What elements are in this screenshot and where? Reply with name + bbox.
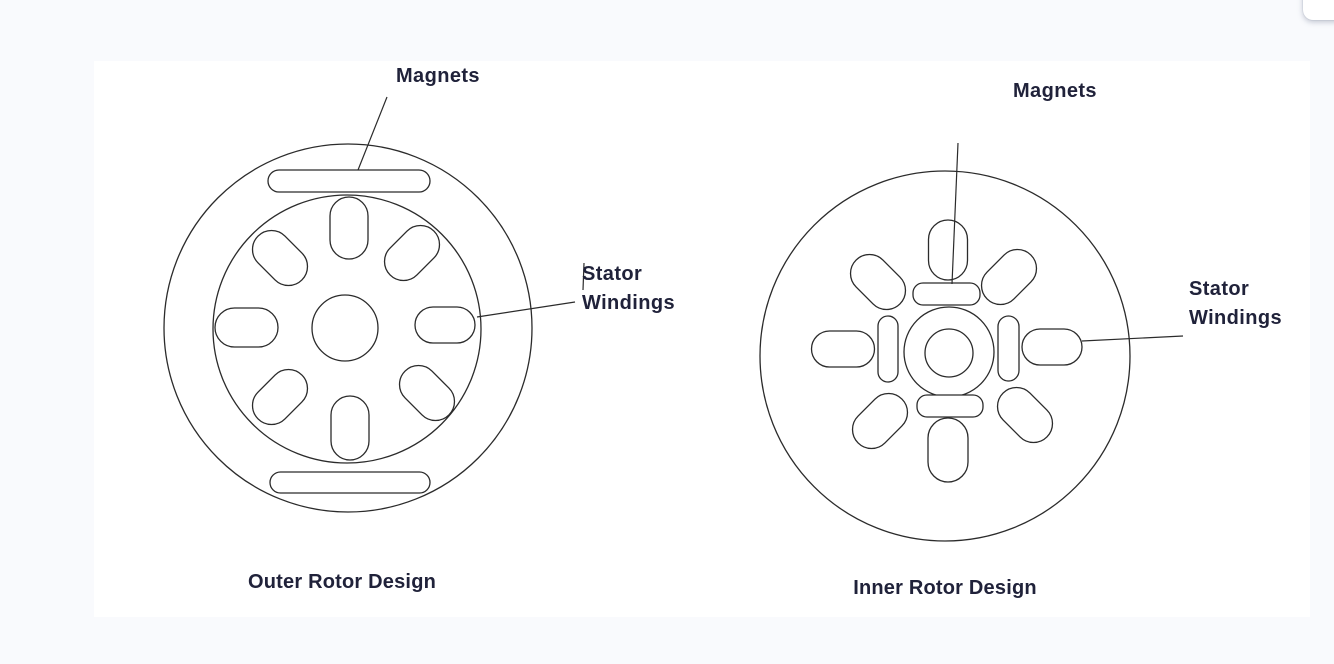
right-stator-label-line1: Stator [1189,278,1250,300]
left-stator-label: Stator Windings [582,260,675,318]
left-stator-label-line2: Windings [582,292,676,314]
shaft-circle [924,328,974,378]
magnet-bottom-filled [269,471,431,494]
winding-bottom [927,417,969,483]
left-diagram-caption: Outer Rotor Design [247,571,437,593]
right-magnets-label: Magnets [1013,80,1097,102]
winding-bottom [330,395,370,461]
winding-bottom-right [398,364,456,422]
winding-top-left [251,229,309,287]
outer-rotor-diagram [163,96,585,513]
magnet-top-filled [912,282,981,306]
winding-top-left [849,253,907,311]
winding-right [1021,328,1083,366]
right-diagram-caption: Inner Rotor Design [853,577,1037,599]
magnets-leader-line [357,96,388,171]
pole-right [997,315,1020,382]
winding-top-right [383,224,441,282]
left-magnets-label: Magnets [396,65,480,87]
inner-rotor-diagram [759,142,1184,542]
magnet-top-outline [267,169,431,193]
right-stator-label-line2: Windings [1189,307,1283,329]
winding-left [810,330,876,368]
right-stator-label: Stator Windings [1189,275,1282,333]
winding-bottom-right [996,386,1054,444]
shaft-circle [311,294,379,362]
stator-leader-line [1081,335,1184,342]
floating-card [1303,0,1334,20]
stray-tick-mark [582,262,585,291]
magnets-leader-line [951,142,959,285]
magnet-bottom-filled [916,394,984,418]
winding-top [927,219,969,281]
winding-right [414,306,476,344]
pole-left [877,315,899,383]
winding-bottom-left [251,368,309,426]
left-stator-label-line1: Stator [582,263,643,285]
winding-bottom-left [851,392,909,450]
winding-left [214,307,279,348]
winding-top [329,196,369,260]
stator-leader-line [476,301,576,318]
winding-top-right [980,248,1038,306]
